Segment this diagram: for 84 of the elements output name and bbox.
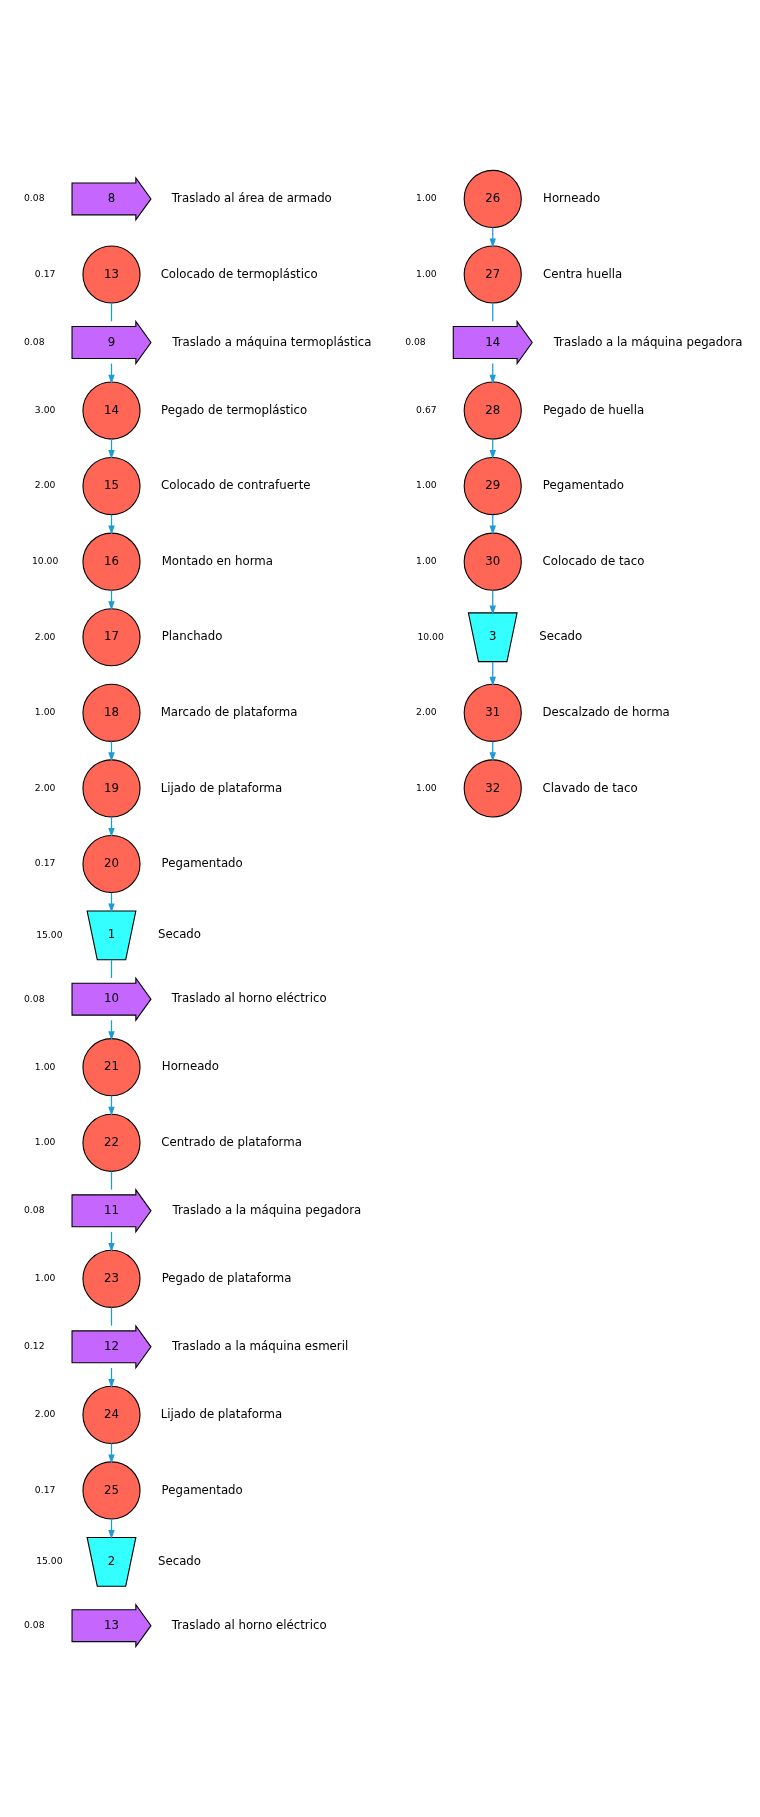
node-label: Secado	[158, 927, 202, 942]
node-label: 10.00	[31, 555, 59, 567]
node-label: Colocado de taco	[542, 553, 645, 568]
node-circle: 20	[82, 834, 141, 894]
node-label: Montado en horma	[161, 553, 273, 568]
node-label: Pegado de plataforma	[161, 1270, 292, 1285]
node-label: 1.00	[416, 192, 437, 204]
node-label: 0.17	[34, 1483, 56, 1495]
node-label: 1.00	[416, 555, 437, 567]
node-label: 0.17	[34, 857, 56, 869]
node-label: Planchado	[161, 629, 223, 644]
node-circle: 15	[82, 457, 141, 516]
node-label: 0.08	[23, 992, 45, 1004]
node-label: Colocado de contrafuerte	[161, 478, 311, 493]
node-circle: 27	[463, 245, 522, 304]
node-circle: 19	[82, 759, 141, 818]
node-label: Horneado	[543, 191, 601, 206]
node-label: 0.17	[34, 267, 56, 279]
node-label: Traslado al horno eléctrico	[171, 1617, 327, 1632]
node-circle: 28	[463, 381, 522, 440]
node-circle: 24	[82, 1385, 141, 1444]
node-label: 15.00	[36, 928, 63, 940]
node-label: 0.12	[23, 1340, 45, 1352]
node-label: Traslado al área de armado	[171, 191, 332, 206]
node-circle: 17	[82, 608, 141, 667]
connector	[110, 302, 113, 322]
node-label: Lijado de plataforma	[160, 1406, 283, 1421]
node-circle: 32	[463, 759, 522, 818]
node-label: 0.08	[405, 335, 426, 347]
node-circle: 29	[463, 457, 522, 516]
node-label: Pegado de huella	[542, 402, 645, 417]
node-label: 2.00	[416, 706, 437, 718]
node-label: Pegamentado	[161, 1482, 243, 1497]
node-label: Traslado a la máquina pegadora	[172, 1202, 362, 1217]
node-label: Traslado a máquina termoplástica	[172, 334, 372, 349]
node-circle: 16	[82, 532, 141, 591]
node-circle: 21	[82, 1038, 141, 1097]
node-circle: 22	[82, 1113, 141, 1172]
node-label: Pegado de termoplástico	[161, 402, 308, 417]
node-label: Secado	[158, 1553, 202, 1568]
node-label: Traslado al horno eléctrico	[171, 991, 327, 1006]
node-label: 1.00	[416, 781, 437, 793]
node-label: Pegamentado	[161, 856, 243, 871]
node-label: 10.00	[417, 630, 444, 642]
connector	[492, 302, 494, 322]
node-label: Lijado de plataforma	[160, 780, 283, 795]
node-circle: 18	[82, 683, 141, 742]
node-label: Marcado de plataforma	[160, 704, 298, 719]
node-circle: 14	[82, 381, 141, 440]
node-label: 0.08	[23, 1204, 45, 1216]
node-label: 1.00	[416, 267, 437, 279]
node-label: Traslado a la máquina pegadora	[553, 334, 743, 349]
node-label: Clavado de taco	[542, 780, 638, 795]
node-label: Centrado de plataforma	[161, 1134, 302, 1149]
node-label: 1.00	[34, 1136, 56, 1148]
node-circle: 23	[82, 1249, 141, 1308]
node-label: 2.00	[34, 630, 56, 642]
node-circle: 25	[82, 1461, 141, 1520]
node-label: 1.00	[34, 1060, 56, 1072]
node-label: 0.67	[416, 403, 437, 415]
node-label: 1.00	[34, 1272, 56, 1284]
node-label: Traslado a la máquina esmeril	[172, 1338, 349, 1353]
connector	[110, 1306, 113, 1327]
node-label: Horneado	[161, 1059, 220, 1074]
node-circle: 30	[463, 532, 522, 591]
node-label: Secado	[539, 629, 583, 644]
node-label: 0.08	[23, 192, 45, 204]
node-label: 2.00	[34, 479, 56, 491]
node-label: Descalzado de horma	[542, 704, 670, 719]
node-circle: 26	[463, 169, 522, 228]
node-label: 2.00	[34, 781, 56, 793]
node-label: Pegamentado	[542, 478, 624, 493]
node-label: 0.08	[23, 335, 45, 347]
node-circle: 31	[463, 683, 522, 742]
node-circle: 13	[82, 245, 141, 304]
node-label: 15.00	[36, 1555, 63, 1567]
connector	[110, 1170, 113, 1191]
node-label: 2.00	[34, 1408, 56, 1420]
node-label: 3.00	[34, 403, 56, 415]
node-label: 1.00	[416, 479, 437, 491]
node-label: Centra huella	[543, 266, 623, 281]
node-label: 1.00	[34, 706, 56, 718]
node-label: Colocado de termoplástico	[160, 266, 318, 281]
node-label: 0.08	[23, 1619, 45, 1630]
